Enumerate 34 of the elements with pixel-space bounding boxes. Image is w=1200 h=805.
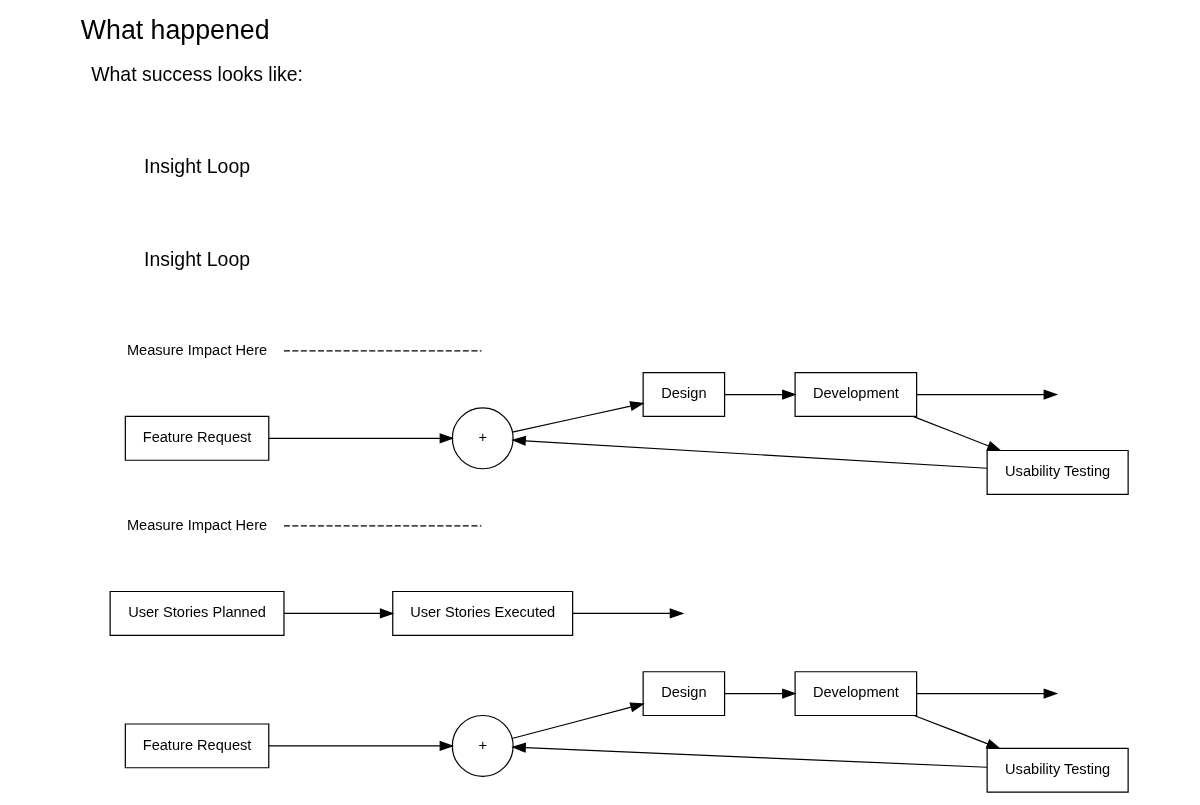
node-circle: + bbox=[451, 714, 514, 777]
arrow bbox=[724, 688, 797, 699]
node-box: Design bbox=[642, 671, 726, 717]
node-box: Feature Request bbox=[124, 723, 270, 769]
diagram-title: What happened bbox=[80, 15, 270, 46]
label: What success looks like: bbox=[91, 62, 303, 85]
arrow bbox=[511, 702, 645, 740]
arrow bbox=[916, 389, 1059, 400]
connector bbox=[283, 350, 482, 352]
node-text: Measure Impact Here bbox=[126, 516, 268, 533]
arrow bbox=[572, 608, 685, 619]
label: Insight Loop bbox=[144, 155, 251, 178]
node-text: Measure Impact Here bbox=[126, 341, 268, 358]
arrow bbox=[268, 433, 455, 444]
arrow bbox=[511, 401, 645, 433]
connector bbox=[283, 525, 482, 527]
arrow bbox=[268, 740, 455, 751]
arrow bbox=[913, 416, 1002, 452]
node-box: Usability Testing bbox=[986, 747, 1129, 793]
node-box: Development bbox=[794, 372, 918, 418]
node-box: Usability Testing bbox=[986, 449, 1129, 495]
arrow bbox=[511, 435, 988, 469]
node-box: Development bbox=[794, 671, 918, 717]
label: Insight Loop bbox=[144, 247, 251, 270]
node-circle: + bbox=[451, 407, 514, 470]
arrow bbox=[724, 389, 797, 400]
arrow bbox=[511, 742, 988, 768]
arrow bbox=[283, 608, 395, 619]
arrow bbox=[913, 714, 1001, 749]
node-box: Design bbox=[642, 372, 726, 418]
node-box: User Stories Planned bbox=[109, 590, 285, 636]
arrow bbox=[916, 688, 1059, 699]
node-box: User Stories Executed bbox=[392, 590, 574, 636]
node-box: Feature Request bbox=[124, 415, 270, 461]
